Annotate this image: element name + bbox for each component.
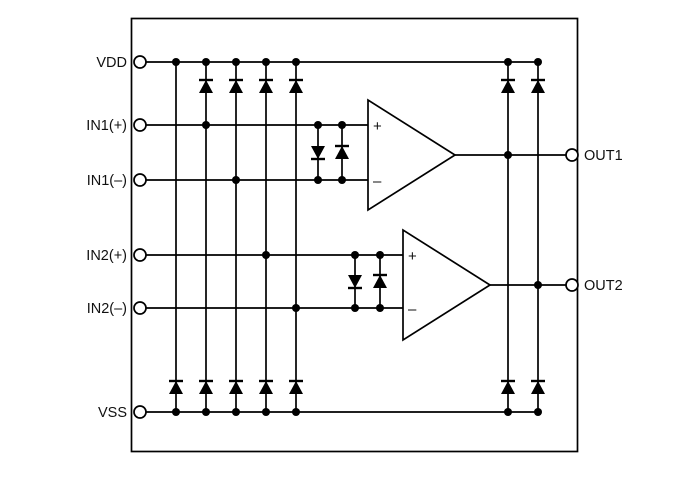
input-clamp-diode: [311, 146, 325, 161]
junction-dot: [534, 281, 542, 289]
wires: [145, 61, 567, 413]
esd-diode-from-vss: [531, 379, 545, 394]
pin-in1-minus: [133, 173, 147, 187]
input-clamp-diode: [373, 273, 387, 288]
esd-diode-from-vss: [229, 379, 243, 394]
junction-dot: [262, 408, 270, 416]
pin-label-in1-minus: IN1(–): [87, 173, 127, 189]
esd-diode-from-vss: [169, 379, 183, 394]
pin-label-out2: OUT2: [584, 278, 623, 294]
junction-dot: [172, 58, 180, 66]
opamp-2: + –: [402, 228, 492, 342]
junction-dot: [172, 408, 180, 416]
junction-dot: [232, 176, 240, 184]
junction-dot: [338, 121, 346, 129]
junction-dots: [172, 58, 542, 416]
opamp-1-triangle: [367, 98, 457, 212]
pin-vss: [133, 405, 147, 419]
esd-diode-from-vss: [289, 379, 303, 394]
junction-dot: [504, 408, 512, 416]
opamp-2-minus-sign: –: [408, 301, 417, 318]
junction-dot: [262, 58, 270, 66]
junction-dot: [504, 151, 512, 159]
input-clamp-diode: [335, 144, 349, 159]
opamp-1: + –: [367, 98, 457, 212]
esd-diode-to-vdd: [501, 78, 515, 93]
junction-dot: [351, 304, 359, 312]
pin-in1-plus: [133, 118, 147, 132]
pin-label-in1-plus: IN1(+): [86, 118, 127, 134]
junction-dot: [314, 176, 322, 184]
opamp-2-triangle: [402, 228, 492, 342]
esd-diode-from-vss: [259, 379, 273, 394]
esd-diode-from-vss: [501, 379, 515, 394]
opamp-1-plus-sign: +: [373, 118, 382, 135]
junction-dot: [262, 251, 270, 259]
junction-dot: [338, 176, 346, 184]
junction-dot: [376, 251, 384, 259]
junction-dot: [202, 408, 210, 416]
pin-label-in2-plus: IN2(+): [86, 248, 127, 264]
junction-dot: [232, 58, 240, 66]
pin-vdd: [133, 55, 147, 69]
pin-out2: [565, 278, 579, 292]
junction-dot: [504, 58, 512, 66]
esd-diode-to-vdd: [229, 78, 243, 93]
junction-dot: [232, 408, 240, 416]
esd-diode-to-vdd: [289, 78, 303, 93]
junction-dot: [376, 304, 384, 312]
esd-diode-to-vdd: [531, 78, 545, 93]
esd-diodes-vss: [169, 379, 545, 394]
pin-in2-minus: [133, 301, 147, 315]
pin-label-out1: OUT1: [584, 148, 623, 164]
input-clamp-diode: [348, 275, 362, 290]
junction-dot: [202, 121, 210, 129]
esd-diode-to-vdd: [259, 78, 273, 93]
pin-terminals: [133, 55, 579, 419]
input-clamp-diodes-in1: [311, 144, 349, 161]
junction-dot: [534, 408, 542, 416]
pin-labels: VDD IN1(+) IN1(–) IN2(+) IN2(–) VSS OUT1…: [86, 55, 622, 421]
junction-dot: [351, 251, 359, 259]
junction-dot: [292, 58, 300, 66]
pin-label-vss: VSS: [98, 405, 127, 421]
pin-label-vdd: VDD: [96, 55, 127, 71]
junction-dot: [202, 58, 210, 66]
esd-diode-to-vdd: [199, 78, 213, 93]
junction-dot: [314, 121, 322, 129]
junction-dot: [292, 304, 300, 312]
pin-label-in2-minus: IN2(–): [87, 301, 127, 317]
esd-diodes-vdd: [199, 78, 545, 93]
opamp-1-minus-sign: –: [373, 173, 382, 190]
ic-boundary: [130, 17, 579, 453]
junction-dot: [292, 408, 300, 416]
pin-in2-plus: [133, 248, 147, 262]
pin-out1: [565, 148, 579, 162]
input-clamp-diodes-in2: [348, 273, 387, 290]
esd-diode-from-vss: [199, 379, 213, 394]
opamp-2-plus-sign: +: [408, 248, 417, 265]
junction-dot: [534, 58, 542, 66]
